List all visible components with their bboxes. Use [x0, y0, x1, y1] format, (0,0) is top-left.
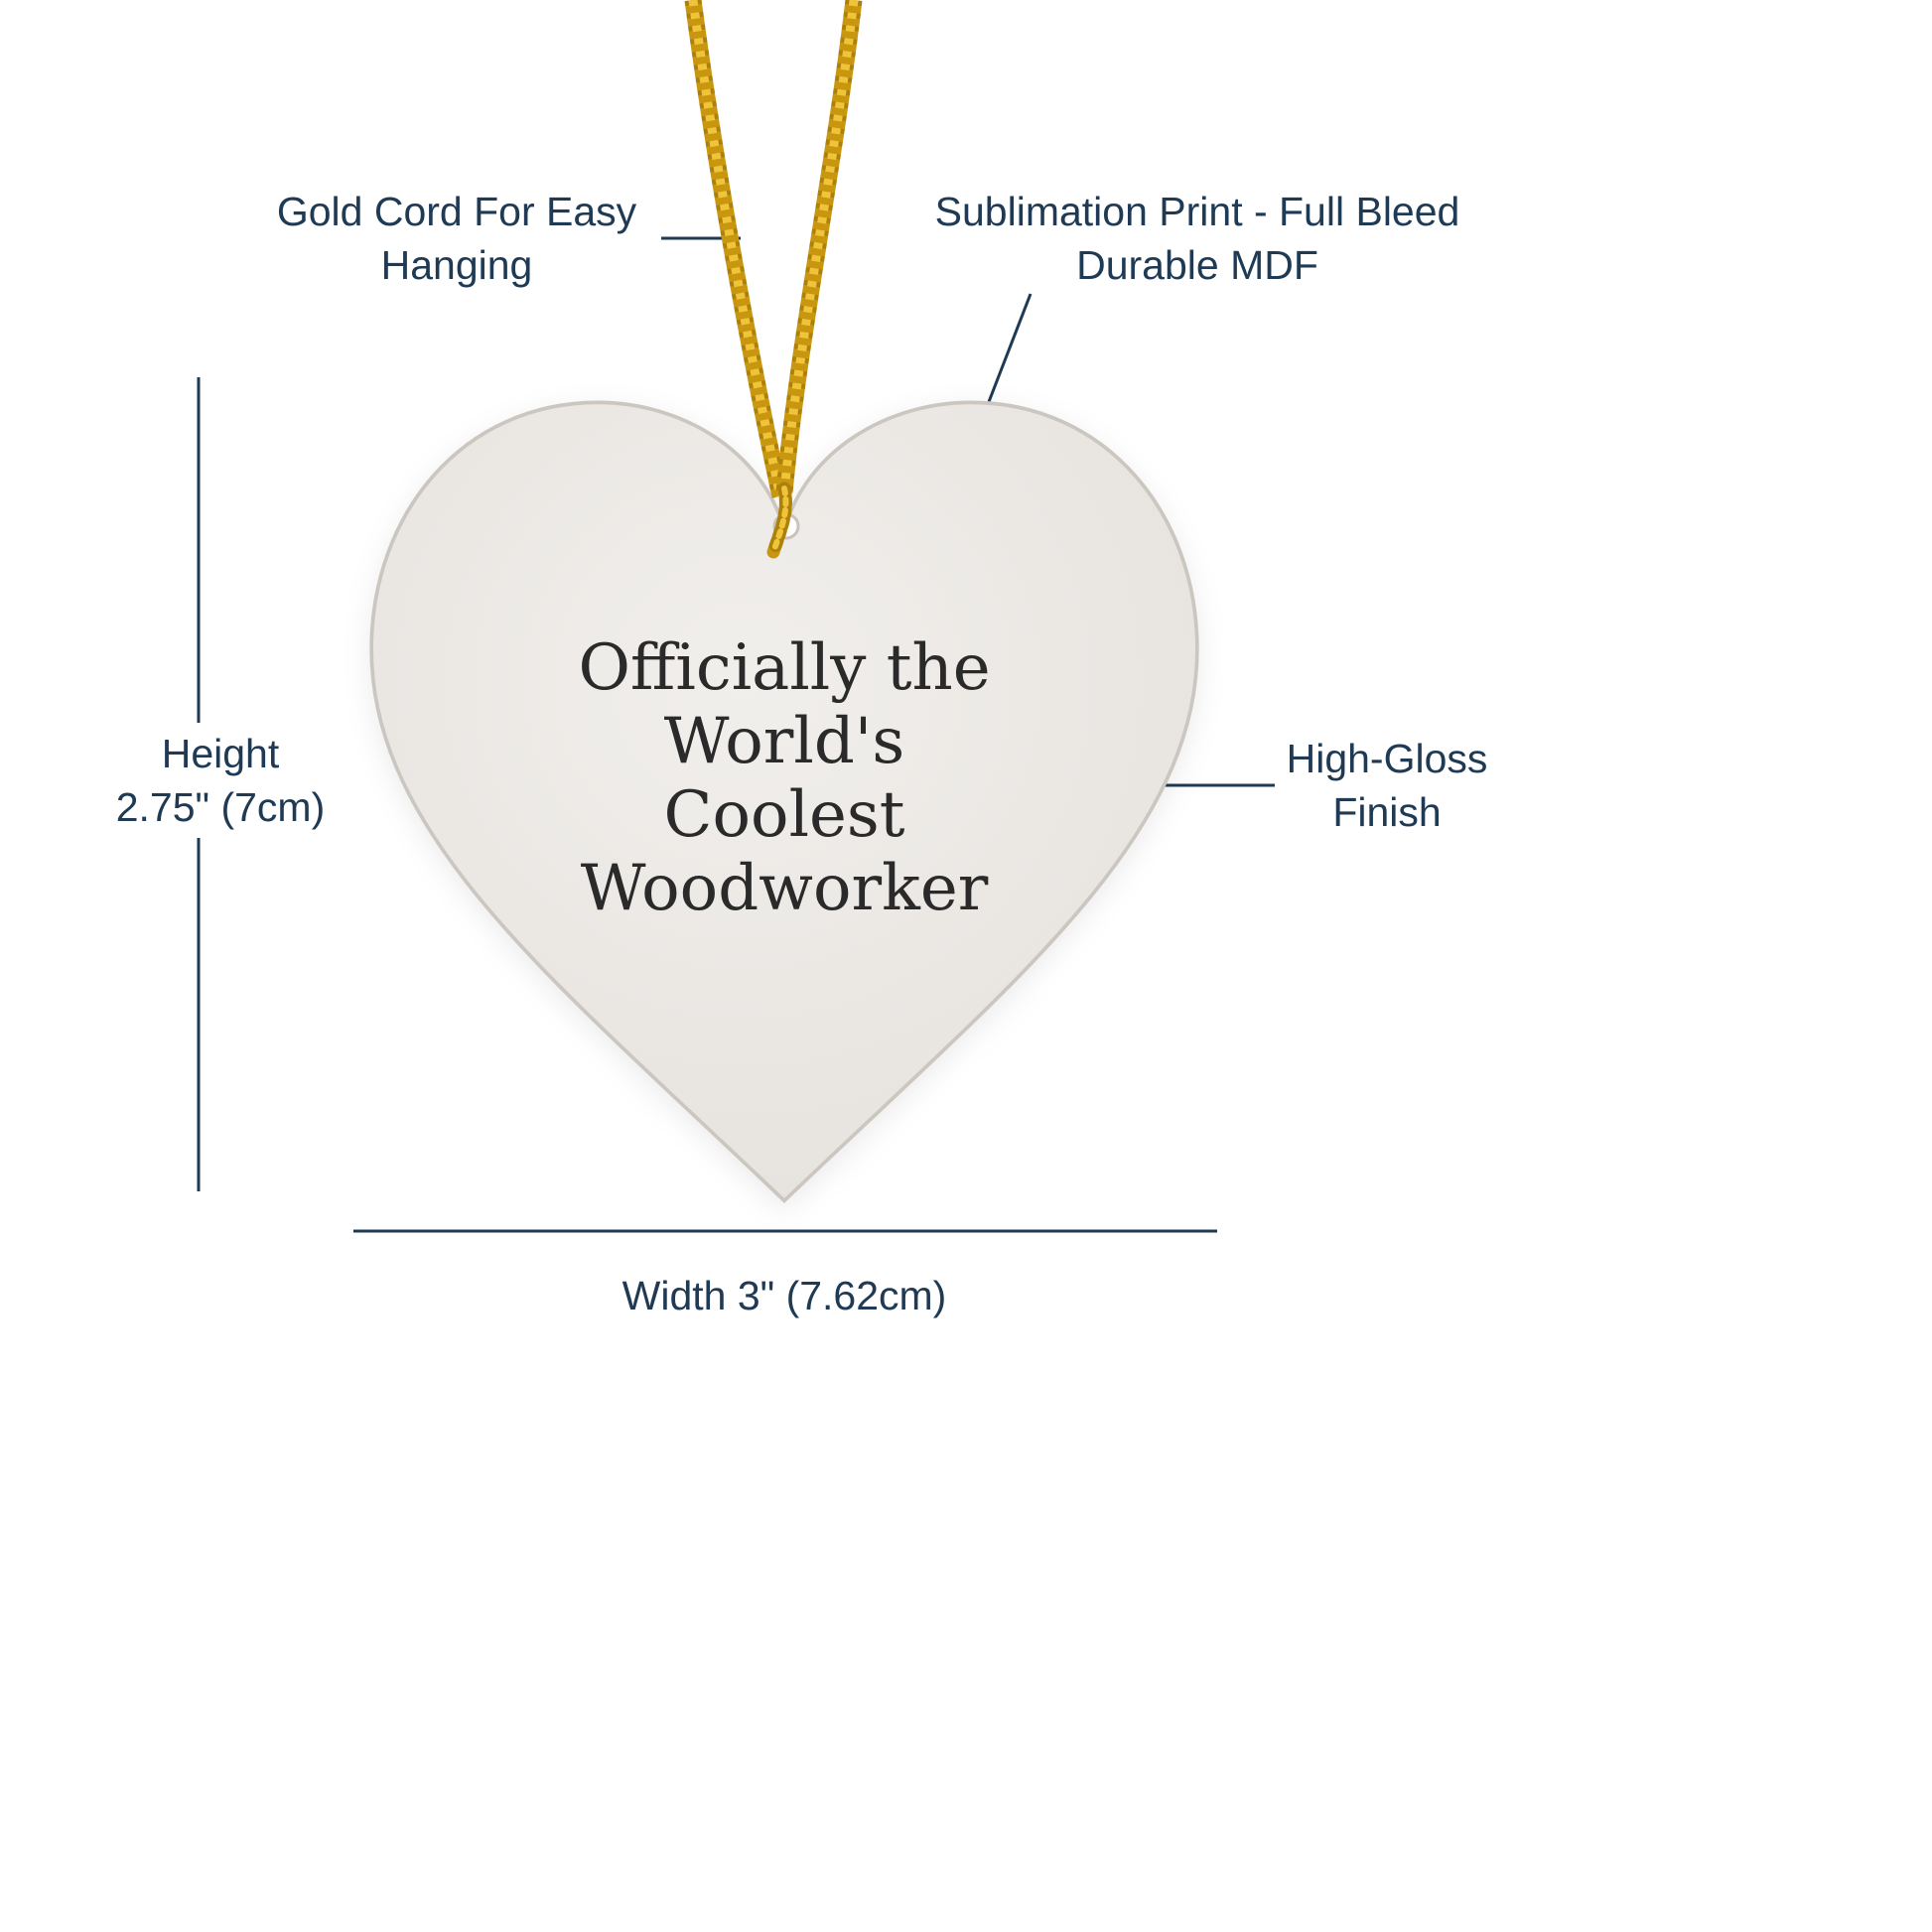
cord-right-strand: [775, 0, 863, 493]
sublimation-label: Sublimation Print - Full Bleed Durable M…: [919, 185, 1475, 292]
ornament-quote-line-3: Coolest: [663, 778, 905, 852]
high-gloss-label: High-Gloss Finish: [1273, 732, 1501, 839]
width-label: Width 3" (7.62cm): [536, 1269, 1033, 1322]
gold-cord-label: Gold Cord For Easy Hanging: [228, 185, 685, 292]
ornament-quote-line-4: Woodworker: [580, 852, 989, 925]
sublimation-label-line-1: Sublimation Print - Full Bleed: [934, 189, 1460, 234]
ornament-quote: Officially the World's Coolest Woodworke…: [457, 631, 1112, 925]
heart-ornament: [369, 400, 1199, 1203]
sublimation-label-line-2: Durable MDF: [1076, 242, 1318, 288]
cord-knot: [766, 482, 792, 559]
high-gloss-label-line-1: High-Gloss: [1286, 736, 1488, 781]
height-label: Height 2.75" (7cm): [96, 723, 345, 838]
cord-left-strand: [684, 0, 789, 498]
height-label-line-2: 2.75" (7cm): [115, 784, 326, 830]
ornament-quote-line-2: World's: [663, 705, 905, 778]
gold-cord-label-line-2: Hanging: [380, 242, 533, 288]
gold-cord: [684, 0, 863, 559]
high-gloss-label-line-2: Finish: [1332, 789, 1442, 835]
heart-shape: [369, 400, 1199, 1203]
ornament-quote-line-1: Officially the: [578, 631, 991, 705]
width-label-line-1: Width 3" (7.62cm): [621, 1273, 947, 1318]
gold-cord-label-line-1: Gold Cord For Easy: [276, 189, 637, 234]
height-label-line-1: Height: [161, 731, 280, 776]
